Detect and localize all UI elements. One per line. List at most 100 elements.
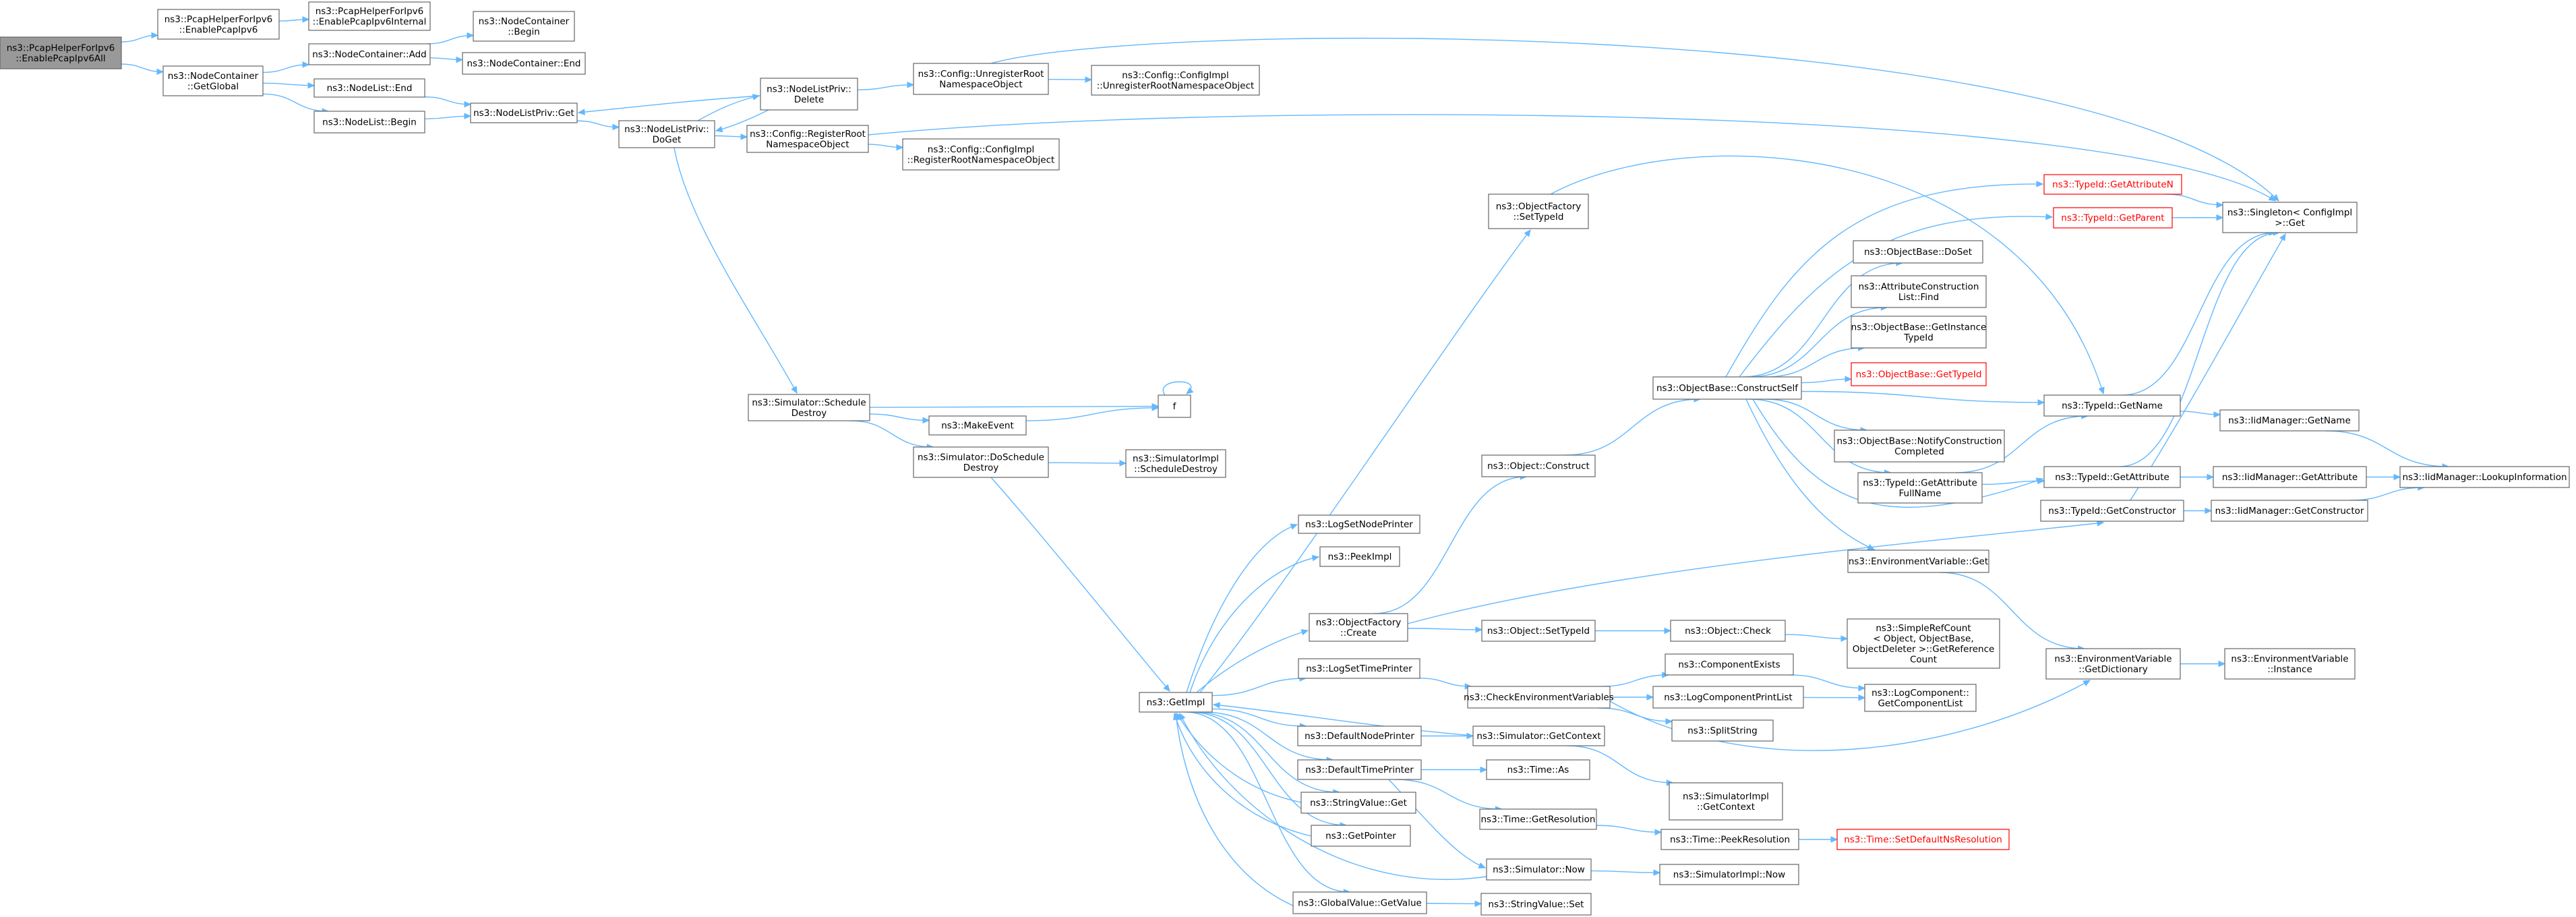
node-nlpGet[interactable]: ns3::NodeListPriv::Get (470, 102, 578, 123)
node-objCheck[interactable]: ns3::Object::Check (1670, 620, 1786, 642)
node-ofCreate[interactable]: ns3::ObjectFactory::Create (1309, 613, 1408, 642)
node-label: ns3::ComponentExists (1678, 659, 1780, 670)
node-simGetContext[interactable]: ns3::Simulator::GetContext (1472, 726, 1605, 746)
node-box (1125, 449, 1226, 478)
node-box (1652, 376, 1802, 400)
node-label: ns3::DefaultNodePrinter (1305, 731, 1414, 742)
call-edge (1566, 745, 1673, 783)
node-makeEvent[interactable]: ns3::MakeEvent (928, 415, 1027, 436)
node-obConstructSelf[interactable]: ns3::ObjectBase::ConstructSelf (1652, 376, 1802, 400)
node-ncGetGlobal[interactable]: ns3::NodeContainer::GetGlobal (162, 65, 264, 96)
node-simpleRefCount[interactable]: ns3::SimpleRefCount< Object, ObjectBase,… (1847, 618, 2000, 669)
arrowhead (1085, 76, 1093, 83)
node-box (2399, 466, 2570, 488)
node-timePeekRes[interactable]: ns3::Time::PeekResolution (1660, 829, 1799, 850)
node-iidGetName[interactable]: ns3::IidManager::GetName (2219, 409, 2360, 432)
node-label: ::RegisterRootNamespaceObject (907, 154, 1055, 165)
node-tidGetConstructor[interactable]: ns3::TypeId::GetConstructor (2040, 500, 2184, 522)
node-stringValueSet[interactable]: ns3::StringValue::Set (1480, 893, 1592, 916)
node-label: ::EnablePcapIpv6All (16, 53, 105, 64)
node-cfgImplUnreg[interactable]: ns3::Config::ConfigImpl::UnregisterRootN… (1091, 65, 1260, 96)
node-logCompPrintList[interactable]: ns3::LogComponentPrintList (1652, 686, 1804, 709)
node-simSchedDestroy[interactable]: ns3::Simulator::ScheduleDestroy (748, 394, 870, 421)
node-box (618, 120, 715, 148)
node-enablePcapIpv6[interactable]: ns3::PcapHelperForIpv6::EnablePcapIpv6 (157, 9, 280, 40)
node-splitString[interactable]: ns3::SplitString (1671, 719, 1774, 742)
node-logSetTimePrinter[interactable]: ns3::LogSetTimePrinter (1298, 658, 1420, 679)
node-label: ::GetGlobal (187, 81, 239, 92)
node-cfgUnregRoot[interactable]: ns3::Config::UnregisterRootNamespaceObje… (913, 63, 1049, 95)
arrowhead (1186, 387, 1194, 394)
node-objConstruct[interactable]: ns3::Object::Construct (1481, 454, 1596, 477)
call-edge (1564, 398, 1701, 456)
node-box (2043, 466, 2181, 488)
arrowhead (156, 68, 164, 76)
call-edge (1981, 480, 2045, 485)
call-edge (1590, 870, 1660, 873)
node-defaultTimePrinter[interactable]: ns3::DefaultTimePrinter (1297, 759, 1422, 780)
node-tidGetAttribute[interactable]: ns3::TypeId::GetAttribute (2043, 466, 2181, 488)
node-simImplNow[interactable]: ns3::SimulatorImpl::Now (1659, 864, 1799, 885)
node-label: ns3::Object::Check (1685, 626, 1771, 637)
node-simImplGetContext[interactable]: ns3::SimulatorImpl::GetContext (1669, 782, 1783, 821)
node-envVarGet[interactable]: ns3::EnvironmentVariable::Get (1847, 550, 1989, 573)
node-checkEnvVars[interactable]: ns3::CheckEnvironmentVariables (1464, 686, 1614, 709)
arrowhead (907, 82, 915, 88)
node-cfgImplReg[interactable]: ns3::Config::ConfigImpl::RegisterRootNam… (902, 138, 1060, 171)
node-ofSetTypeId[interactable]: ns3::ObjectFactory::SetTypeId (1488, 194, 1589, 229)
node-label: ns3::Time::As (1507, 765, 1569, 775)
node-getImpl[interactable]: ns3::GetImpl (1139, 692, 1213, 713)
node-nlBegin[interactable]: ns3::NodeList::Begin (313, 111, 425, 134)
node-label: ns3::Config::ConfigImpl (1122, 70, 1228, 81)
node-box (902, 138, 1060, 171)
call-edge (869, 413, 930, 421)
node-enablePcapIpv6Internal[interactable]: ns3::PcapHelperForIpv6::EnablePcapIpv6In… (308, 1, 431, 31)
node-stringValueGet[interactable]: ns3::StringValue::Get (1300, 792, 1416, 814)
node-timeGetRes[interactable]: ns3::Time::GetResolution (1479, 808, 1597, 830)
node-label: ns3::TypeId::GetAttribute (1863, 477, 1977, 488)
node-ncAdd[interactable]: ns3::NodeContainer::Add (308, 43, 431, 65)
node-getPointer[interactable]: ns3::GetPointer (1311, 825, 1411, 847)
call-edge (1749, 307, 1888, 378)
node-singletonGet[interactable]: ns3::Singleton< ConfigImpl >::Get (2222, 202, 2358, 233)
node-cfgRegRoot[interactable]: ns3::Config::RegisterRootNamespaceObject (746, 125, 869, 153)
node-tidGetParent[interactable]: ns3::TypeId::GetParent (2053, 207, 2173, 229)
node-label: ns3::ObjectBase::ConstructSelf (1656, 383, 1799, 394)
node-simNow[interactable]: ns3::Simulator::Now (1486, 858, 1592, 881)
node-ncEnd[interactable]: ns3::NodeContainer::End (462, 52, 586, 75)
node-obDoSet[interactable]: ns3::ObjectBase::DoSet (1853, 240, 1983, 264)
node-iidLookupInfo[interactable]: ns3::IidManager::LookupInformation (2399, 466, 2570, 488)
node-nlpDelete[interactable]: ns3::NodeListPriv::Delete (760, 78, 858, 111)
arrowhead (2393, 473, 2401, 481)
node-envVarGetDict[interactable]: ns3::EnvironmentVariable::GetDictionary (2045, 648, 2181, 680)
node-envVarInstance[interactable]: ns3::EnvironmentVariable::Instance (2224, 648, 2356, 680)
node-iidGetAttribute[interactable]: ns3::IidManager::GetAttribute (2213, 466, 2367, 488)
node-box (1847, 618, 2000, 669)
node-obNotifyConstr[interactable]: ns3::ObjectBase::NotifyConstructionCompl… (1834, 430, 2005, 463)
node-defaultNodePrinter[interactable]: ns3::DefaultNodePrinter (1297, 726, 1422, 746)
node-tidGetName[interactable]: ns3::TypeId::GetName (2043, 394, 2181, 417)
node-logCompGetList[interactable]: ns3::LogComponent::GetComponentList (1864, 684, 1977, 712)
node-root[interactable]: ns3::PcapHelperForIpv6::EnablePcapIpv6Al… (0, 36, 122, 69)
node-timeAs[interactable]: ns3::Time::As (1486, 759, 1590, 780)
node-simImplSchedDestroy[interactable]: ns3::SimulatorImpl::ScheduleDestroy (1125, 449, 1226, 478)
node-nlEnd[interactable]: ns3::NodeList::End (313, 78, 425, 98)
node-iidGetConstructor[interactable]: ns3::IidManager::GetConstructor (2211, 500, 2368, 522)
node-label: ::GetDictionary (2078, 664, 2147, 675)
node-objSetTypeId[interactable]: ns3::Object::SetTypeId (1481, 620, 1596, 642)
node-ncBegin[interactable]: ns3::NodeContainer::Begin (473, 11, 575, 42)
node-tidGetAttributeN[interactable]: ns3::TypeId::GetAttributeN (2043, 174, 2182, 195)
node-obGetTypeId[interactable]: ns3::ObjectBase::GetTypeId (1851, 362, 1987, 386)
node-logSetNodePrinter[interactable]: ns3::LogSetNodePrinter (1298, 514, 1420, 534)
node-timeSetDefaultNsRes[interactable]: ns3::Time::SetDefaultNsResolution (1836, 829, 2010, 850)
node-peekImpl[interactable]: ns3::PeekImpl (1319, 546, 1400, 567)
node-gvGetValue[interactable]: ns3::GlobalValue::GetValue (1292, 891, 1427, 914)
node-compExists[interactable]: ns3::ComponentExists (1665, 653, 1794, 676)
node-nlpDoGet[interactable]: ns3::NodeListPriv::DoGet (618, 120, 715, 148)
node-f[interactable]: f (1158, 394, 1191, 418)
node-box (1851, 316, 1987, 349)
